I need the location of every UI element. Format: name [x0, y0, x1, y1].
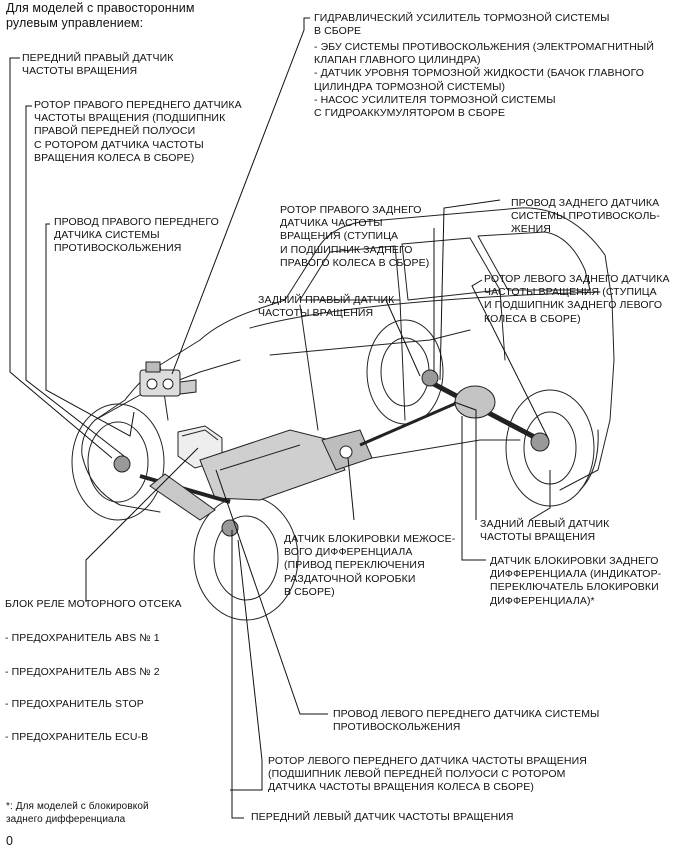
label-center-diff-lock: ДАТЧИК БЛОКИРОВКИ МЕЖОСЕ- ВОГО ДИФФЕРЕНЦ… [284, 533, 456, 598]
leader-rear-diff [461, 416, 486, 561]
label-rear-diff-lock: ДАТЧИК БЛОКИРОВКИ ЗАДНЕГО ДИФФЕРЕНЦИАЛА … [490, 555, 662, 607]
label-relay-block: БЛОК РЕЛЕ МОТОРНОГО ОТСЕКА [5, 598, 182, 610]
transfer-case [321, 429, 373, 471]
leader-center-diff [347, 457, 355, 521]
rear-axle [421, 369, 550, 452]
footnote: *: Для моделей с блокировкой заднего диф… [6, 801, 149, 825]
label-rear-left-sensor: ЗАДНИЙ ЛЕВЫЙ ДАТЧИК ЧАСТОТЫ ВРАЩЕНИЯ [480, 518, 610, 544]
label-fuse-abs1: - ПРЕДОХРАНИТЕЛЬ ABS № 1 [5, 632, 160, 644]
label-rear-right-rotor: РОТОР ПРАВОГО ЗАДНЕГО ДАТЧИКА ЧАСТОТЫ ВР… [280, 204, 430, 269]
leader-rear-left-sensor [453, 401, 477, 520]
leader-rear-right-sensor [385, 299, 421, 377]
label-front-right-wire: ПРОВОД ПРАВОГО ПЕРЕДНЕГО ДАТЧИКА СИСТЕМЫ… [54, 216, 219, 255]
leader-front-left-rotor-2 [237, 539, 263, 761]
leader-rear-left-rotor [471, 279, 549, 439]
leader-rear-sensor-wire [439, 199, 501, 381]
label-front-left-rotor: РОТОР ЛЕВОГО ПЕРЕДНЕГО ДАТЧИКА ЧАСТОТЫ В… [268, 755, 587, 794]
leader-brake-booster [171, 17, 310, 375]
label-rear-sensor-wire: ПРОВОД ЗАДНЕГО ДАТЧИКА СИСТЕМЫ ПРОТИВОСК… [511, 197, 661, 236]
header-title: Для моделей с правосторонним рулевым упр… [6, 1, 195, 30]
leader-front-right-wire [45, 223, 135, 437]
label-brake-booster-items: - ЭБУ СИСТЕМЫ ПРОТИВОСКОЛЬЖЕНИЯ (ЭЛЕКТРО… [314, 41, 654, 120]
leader-relay-block [85, 447, 199, 602]
vehicle-body-outline [284, 207, 615, 491]
corner-mark: 0 [6, 834, 14, 848]
label-front-right-sensor: ПЕРЕДНИЙ ПРАВЫЙ ДАТЧИК ЧАСТОТЫ ВРАЩЕНИЯ [22, 52, 174, 78]
label-front-left-sensor: ПЕРЕДНИЙ ЛЕВЫЙ ДАТЧИК ЧАСТОТЫ ВРАЩЕНИЯ [251, 811, 514, 823]
label-fuse-stop: - ПРЕДОХРАНИТЕЛЬ STOP [5, 698, 144, 710]
leader-front-right-rotor [25, 105, 125, 457]
label-rear-left-rotor: РОТОР ЛЕВОГО ЗАДНЕГО ДАТЧИКА ЧАСТОТЫ ВРА… [484, 273, 670, 325]
leader-front-left-rotor [230, 760, 263, 791]
leader-rear-left-sensor-2 [529, 470, 551, 521]
label-front-left-wire: ПРОВОД ЛЕВОГО ПЕРЕДНЕГО ДАТЧИКА СИСТЕМЫ … [333, 708, 600, 734]
label-front-right-rotor: РОТОР ПРАВОГО ПЕРЕДНЕГО ДАТЧИКА ЧАСТОТЫ … [34, 99, 242, 164]
front-axle [113, 455, 239, 537]
label-fuse-abs2: - ПРЕДОХРАНИТЕЛЬ ABS № 2 [5, 666, 160, 678]
label-rear-right-sensor: ЗАДНИЙ ПРАВЫЙ ДАТЧИК ЧАСТОТЫ ВРАЩЕНИЯ [258, 294, 395, 320]
leader-front-right-sensor [9, 57, 113, 459]
front-right-wheel [71, 403, 165, 521]
leader-front-left-wire [215, 469, 328, 715]
label-fuse-ecub: - ПРЕДОХРАНИТЕЛЬ ECU-B [5, 731, 149, 743]
label-brake-booster: ГИДРАВЛИЧЕСКИЙ УСИЛИТЕЛЬ ТОРМОЗНОЙ СИСТЕ… [314, 12, 610, 38]
brake-booster-assembly [139, 361, 197, 397]
leader-front-left-sensor [231, 530, 244, 819]
